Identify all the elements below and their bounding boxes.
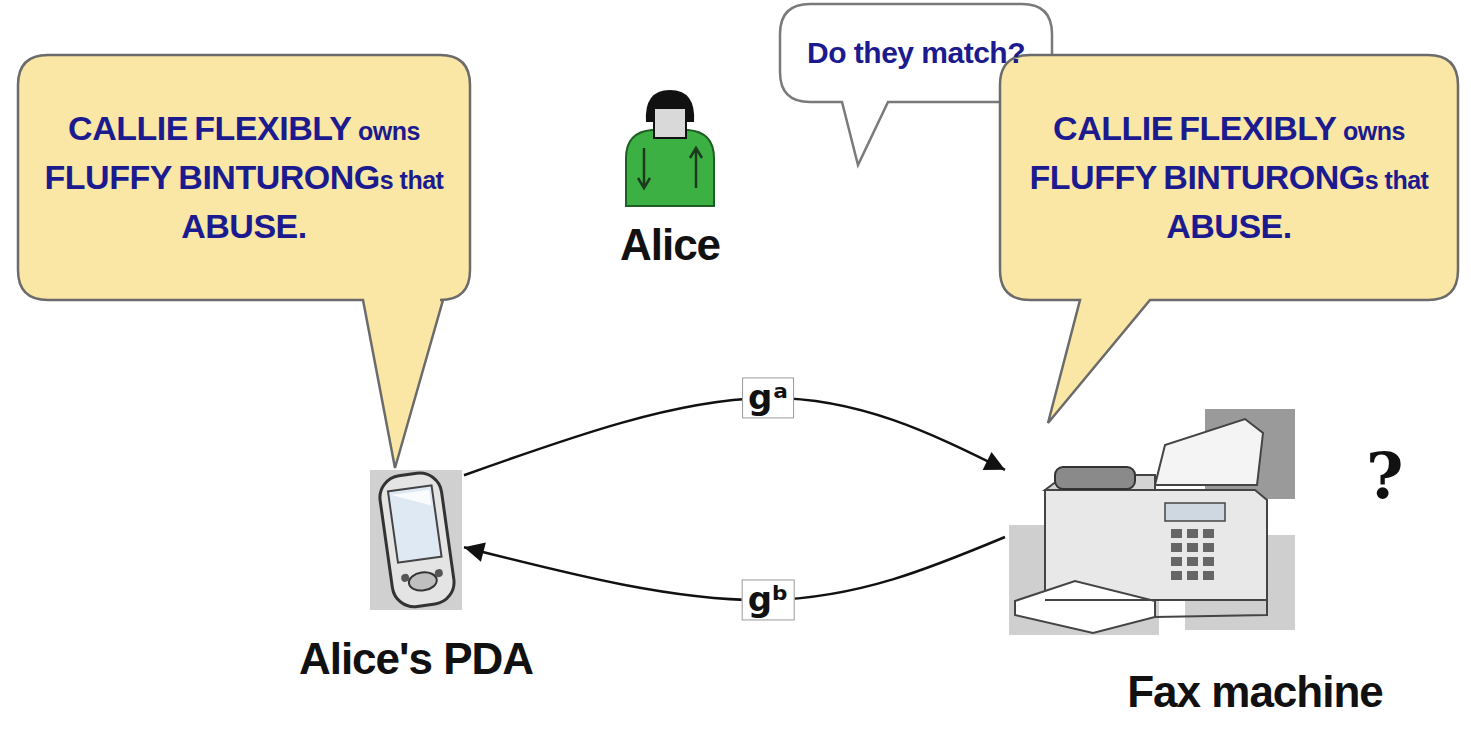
fax-key [1171, 557, 1182, 566]
speech-bubble: CALLIE FLEXIBLY owns FLUFFY BINTURONGs t… [1000, 55, 1458, 300]
message-label: gᵃ [742, 377, 794, 418]
bubble-text: CALLIE FLEXIBLY owns FLUFFY BINTURONGs t… [34, 104, 454, 252]
bubble-text: Do they match? [807, 31, 1025, 75]
fax-key [1203, 529, 1214, 538]
bubble-text: CALLIE FLEXIBLY owns FLUFFY BINTURONGs t… [1016, 104, 1442, 252]
pda-screen [388, 485, 442, 562]
pda-glare [391, 490, 431, 511]
pda-body [377, 470, 457, 609]
fax-key [1203, 557, 1214, 566]
pda-button [434, 569, 443, 578]
fax-base [1045, 600, 1267, 617]
fax-handset [1055, 467, 1135, 489]
bubble-outline [18, 55, 470, 468]
fax-key [1203, 543, 1214, 552]
person-face [654, 108, 686, 138]
speech-bubble: CALLIE FLEXIBLY owns FLUFFY BINTURONGs t… [18, 55, 470, 300]
message-label: gᵇ [742, 579, 795, 620]
fax-display [1165, 503, 1225, 521]
person-body [626, 130, 714, 206]
fax-key [1187, 529, 1198, 538]
device-label: Alice's PDA [299, 634, 533, 684]
bubble-outline [1000, 55, 1458, 423]
device-icon: Fax machine [1005, 405, 1305, 645]
device-label: Fax machine [1127, 667, 1383, 717]
fax-key [1187, 557, 1198, 566]
fax-key [1187, 543, 1198, 552]
device-illustration [368, 468, 464, 612]
device-illustration [618, 88, 722, 208]
fax-key [1171, 543, 1182, 552]
question-mark: ? [1366, 438, 1404, 513]
device-label: Alice [620, 220, 720, 270]
message-arrow [464, 398, 1005, 475]
device-icon: Alice's PDA [368, 468, 464, 612]
device-icon: Alice [618, 88, 722, 208]
fax-key [1171, 571, 1182, 580]
person-arrows [638, 148, 702, 188]
message-arrow [464, 537, 1005, 600]
icon-shadow [370, 470, 462, 610]
fax-key [1203, 571, 1214, 580]
pda-button [401, 573, 410, 582]
fax-paper-feeder [1155, 419, 1263, 485]
device-illustration [1005, 405, 1305, 645]
fax-paper-tray [1015, 581, 1155, 633]
fax-key [1171, 529, 1182, 538]
pda-button [408, 571, 438, 593]
fax-key [1187, 571, 1198, 580]
